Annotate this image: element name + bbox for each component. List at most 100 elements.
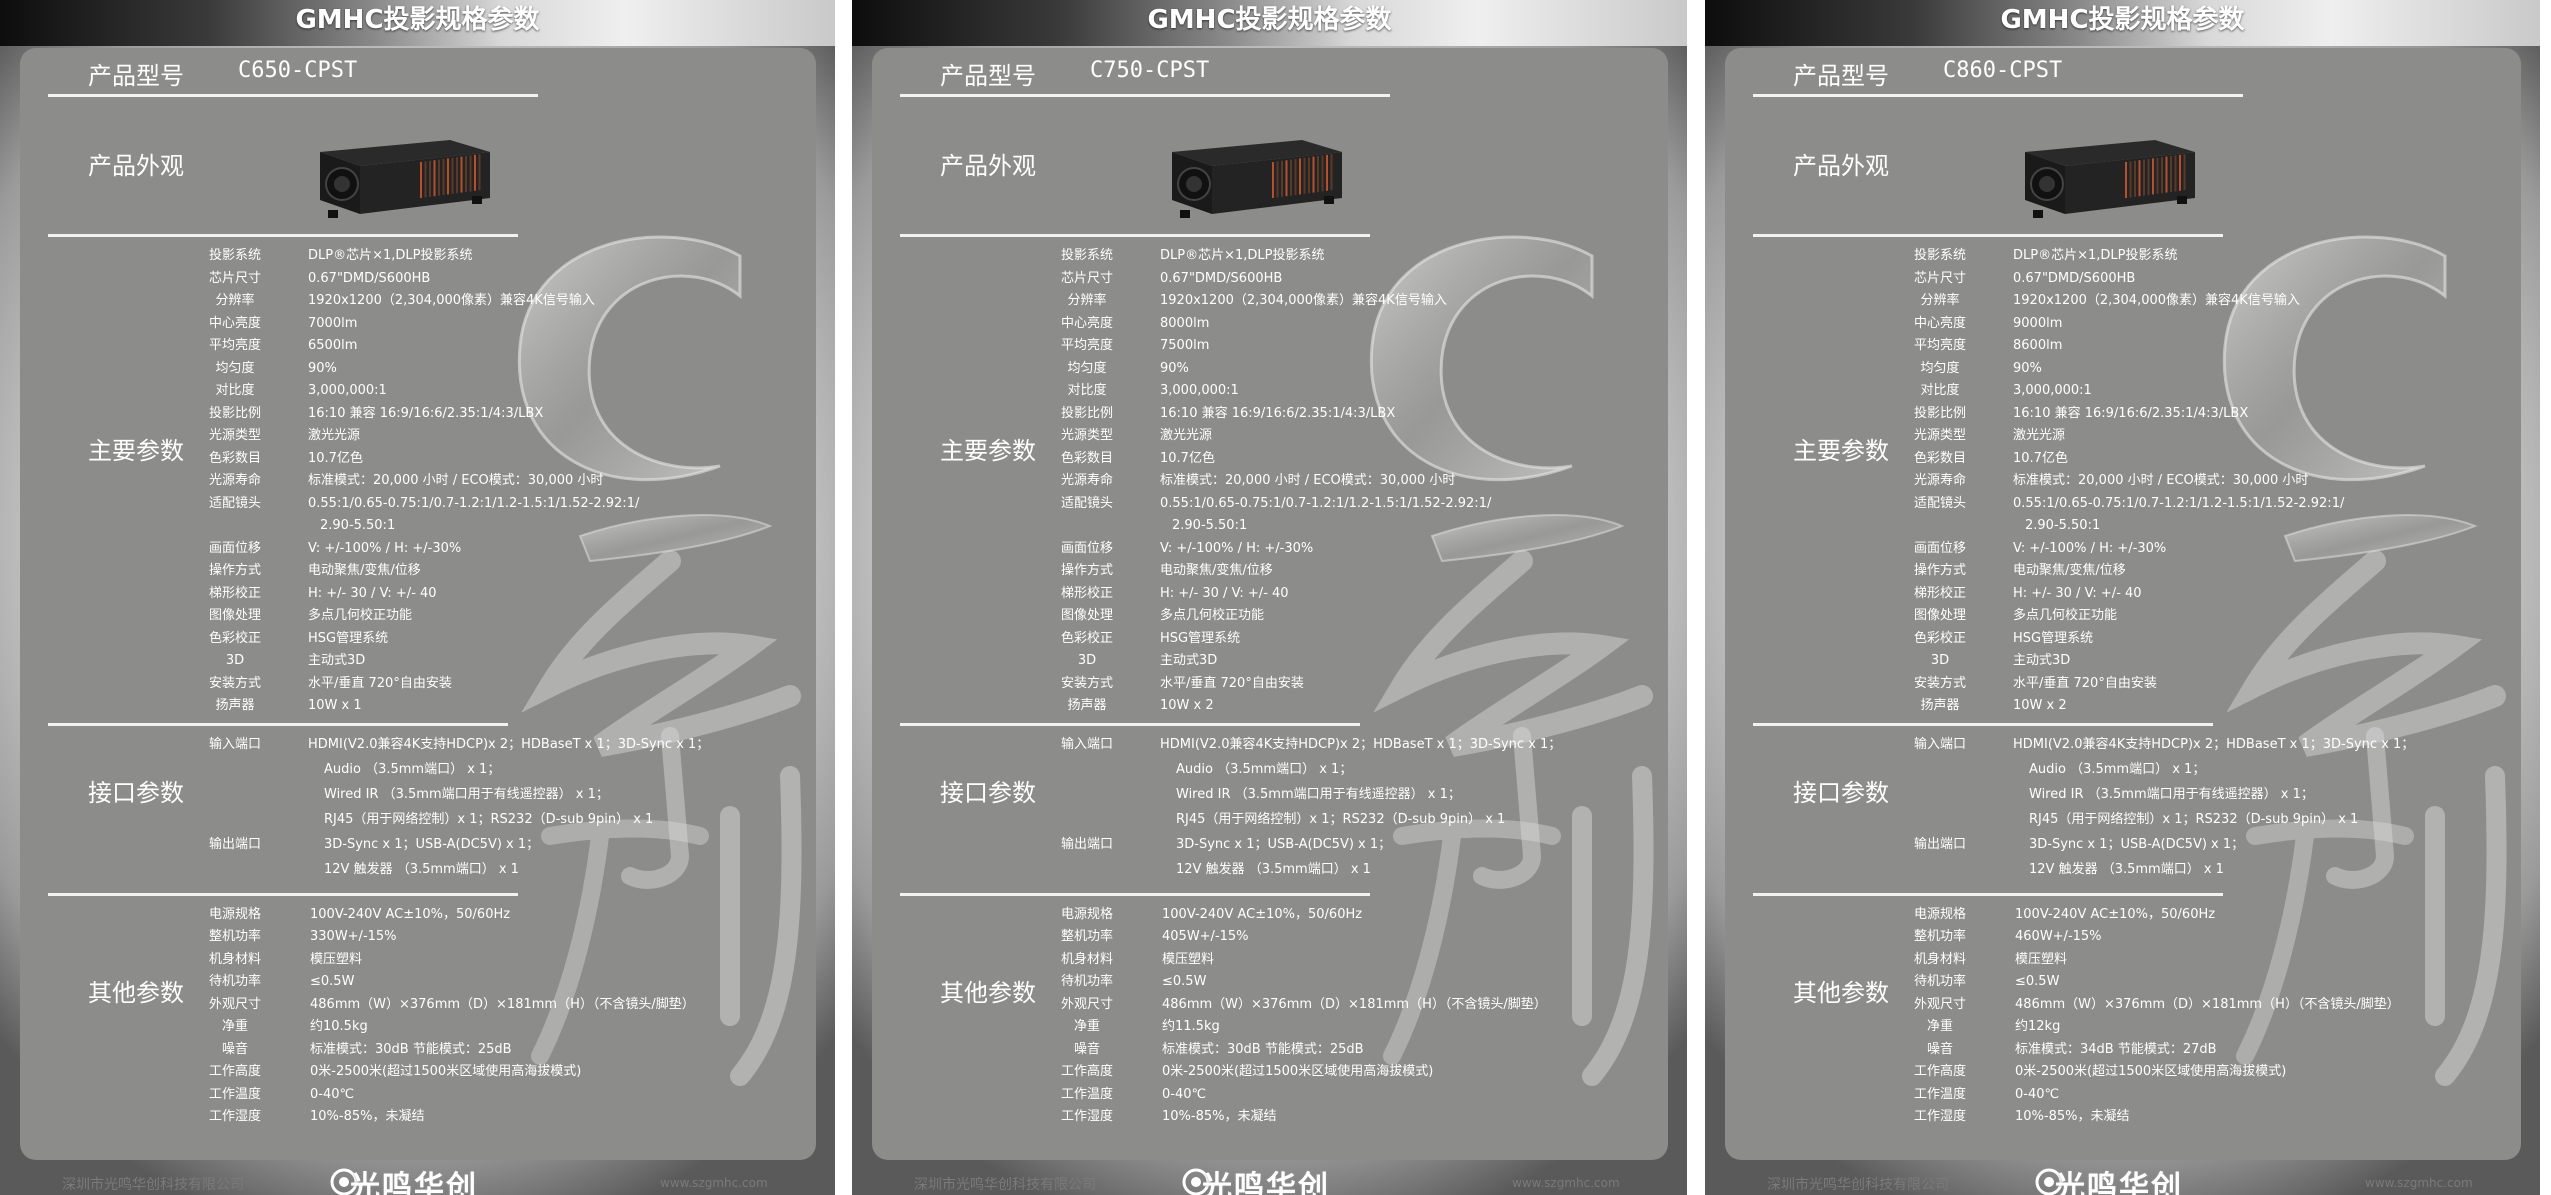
spec-value: 0-40℃ [310, 1086, 355, 1102]
spec-key: 画面位移 [1060, 540, 1113, 556]
spec-key: 工作温度 [1913, 1086, 1966, 1102]
spec-key: 操作方式 [1060, 563, 1113, 578]
other-params-label: 其他参数 [88, 978, 184, 1007]
spec-key: 图像处理 [208, 608, 261, 623]
footer-url: www.szgmhc.com [2365, 1176, 2473, 1190]
spec-value: H: +/- 30 / V: +/- 40 [1160, 585, 1289, 601]
divider [1753, 94, 2243, 97]
spec-key: 工作温度 [208, 1086, 261, 1102]
spec-key: 色彩校正 [1060, 630, 1113, 646]
divider [48, 722, 508, 726]
spec-key: 待机功率 [1060, 974, 1113, 989]
appearance-label: 产品外观 [940, 152, 1036, 180]
spec-value: Audio （3.5mm端口） x 1； [2029, 761, 2206, 777]
spec-value: HSG管理系统 [308, 630, 389, 646]
spec-value: V: +/-100% / H: +/-30% [1160, 540, 1314, 556]
spec-value: 标准模式：20,000 小时 / ECO模式：30,000 小时 [2013, 473, 2309, 488]
spec-key: 对比度 [1067, 383, 1107, 398]
spec-key: 净重 [221, 1019, 248, 1034]
spec-key: 输入端口 [1060, 736, 1113, 752]
spec-key: 净重 [1926, 1019, 1953, 1034]
spec-row: 色彩校正 HSG管理系统 [872, 629, 1668, 649]
spec-key: 分辨率 [1920, 293, 1960, 308]
spec-value: 9000lm [2013, 315, 2063, 331]
spec-value: HDMI(V2.0兼容4K支持HDCP)x 2；HDBaseT x 1；3D-S… [2013, 736, 2415, 752]
spec-key: 工作高度 [208, 1064, 261, 1079]
spec-value: 0.55:1/0.65-0.75:1/0.7-1.2:1/1.2-1.5:1/1… [1160, 495, 1492, 511]
spec-value: 1920x1200（2,304,000像素）兼容4K信号输入 [308, 293, 595, 308]
spec-key: 芯片尺寸 [208, 270, 261, 286]
interface-params-label: 接口参数 [1793, 778, 1889, 807]
spec-value: 模压塑料 [1162, 951, 1215, 967]
spec-key: 平均亮度 [1913, 338, 1966, 353]
spec-key: 安装方式 [1060, 675, 1113, 691]
spec-value: Audio （3.5mm端口） x 1； [1176, 761, 1353, 777]
model-label: 产品型号 [88, 62, 184, 90]
spec-row: 2.90-5.50:1 [872, 516, 1668, 536]
spec-row: 输入端口 HDMI(V2.0兼容4K支持HDCP)x 2；HDBaseT x 1；… [1725, 735, 2521, 755]
spec-row: 净重约11.5kg [872, 1017, 1668, 1037]
spec-row: 工作高度 0米-2500米(超过1500米区域使用高海拔模式) [1725, 1062, 2521, 1082]
main-params-label: 主要参数 [1793, 437, 1889, 465]
spec-value: 主动式3D [308, 653, 366, 668]
spec-key: 3D [1077, 653, 1097, 668]
spec-value: 激光光源 [2013, 428, 2066, 443]
spec-key: 输入端口 [1913, 736, 1966, 752]
spec-value: 7000lm [308, 315, 358, 331]
spec-row: 机身材料模压塑料 [872, 950, 1668, 970]
spec-key: 扬声器 [1067, 698, 1107, 713]
spec-key: 适配镜头 [1913, 495, 1966, 511]
spec-key: 分辨率 [1067, 293, 1107, 308]
spec-value: 90% [2013, 360, 2042, 376]
footer-logo-text: 光鸣华创 [1202, 1170, 1330, 1195]
footer-company-name: 深圳市光鸣华创科技有限公司 [62, 1177, 244, 1193]
spec-key: 中心亮度 [1913, 315, 1966, 331]
sheet-title: GMHC投影规格参数 [2000, 5, 2245, 35]
spec-key: 色彩数目 [208, 450, 261, 466]
sheet-title: GMHC投影规格参数 [295, 5, 540, 35]
spec-key: 色彩数目 [1060, 450, 1113, 466]
spec-key: 光源寿命 [1060, 473, 1113, 488]
spec-value: HSG管理系统 [1160, 630, 1241, 646]
spec-value: 486mm（W）×376mm（D）×181mm（H）（不含镜头/脚垫） [2015, 996, 2400, 1012]
spec-value: ≤0.5W [2015, 974, 2060, 989]
spec-key: 机身材料 [208, 951, 261, 967]
spec-value: 405W+/-15% [1162, 929, 1249, 944]
divider [48, 94, 538, 97]
divider [48, 234, 518, 237]
spec-key: 画面位移 [208, 540, 261, 556]
spec-value: 激光光源 [308, 428, 361, 443]
spec-row: 12V 触发器 （3.5mm端口） x 1 [1725, 860, 2521, 880]
spec-value: 10%-85%，未凝结 [2015, 1109, 2130, 1124]
spec-key: 工作高度 [1913, 1064, 1966, 1079]
spec-row: 光源类型激光光源 [872, 426, 1668, 446]
spec-row: 中心亮度 9000lm [1725, 314, 2521, 334]
spec-row: Wired IR （3.5mm端口用于有线遥控器） x 1； [872, 785, 1668, 805]
spec-key: 3D [225, 653, 245, 668]
main-params-label: 主要参数 [88, 437, 184, 465]
spec-row: Audio （3.5mm端口） x 1； [20, 760, 816, 780]
spec-value: 10W x 1 [308, 698, 362, 713]
spec-value: 486mm（W）×376mm（D）×181mm（H）（不含镜头/脚垫） [1162, 996, 1547, 1012]
spec-key: 整机功率 [1913, 929, 1966, 944]
spec-value: 8600lm [2013, 338, 2063, 353]
spec-key: 投影比例 [1060, 405, 1113, 421]
spec-value: 0米-2500米(超过1500米区域使用高海拔模式) [2015, 1064, 2287, 1079]
spec-row: Wired IR （3.5mm端口用于有线遥控器） x 1； [1725, 785, 2521, 805]
model-number: C650-CPST [238, 58, 358, 83]
spec-value: Audio （3.5mm端口） x 1； [324, 761, 501, 777]
spec-key: 投影系统 [1913, 248, 1966, 263]
